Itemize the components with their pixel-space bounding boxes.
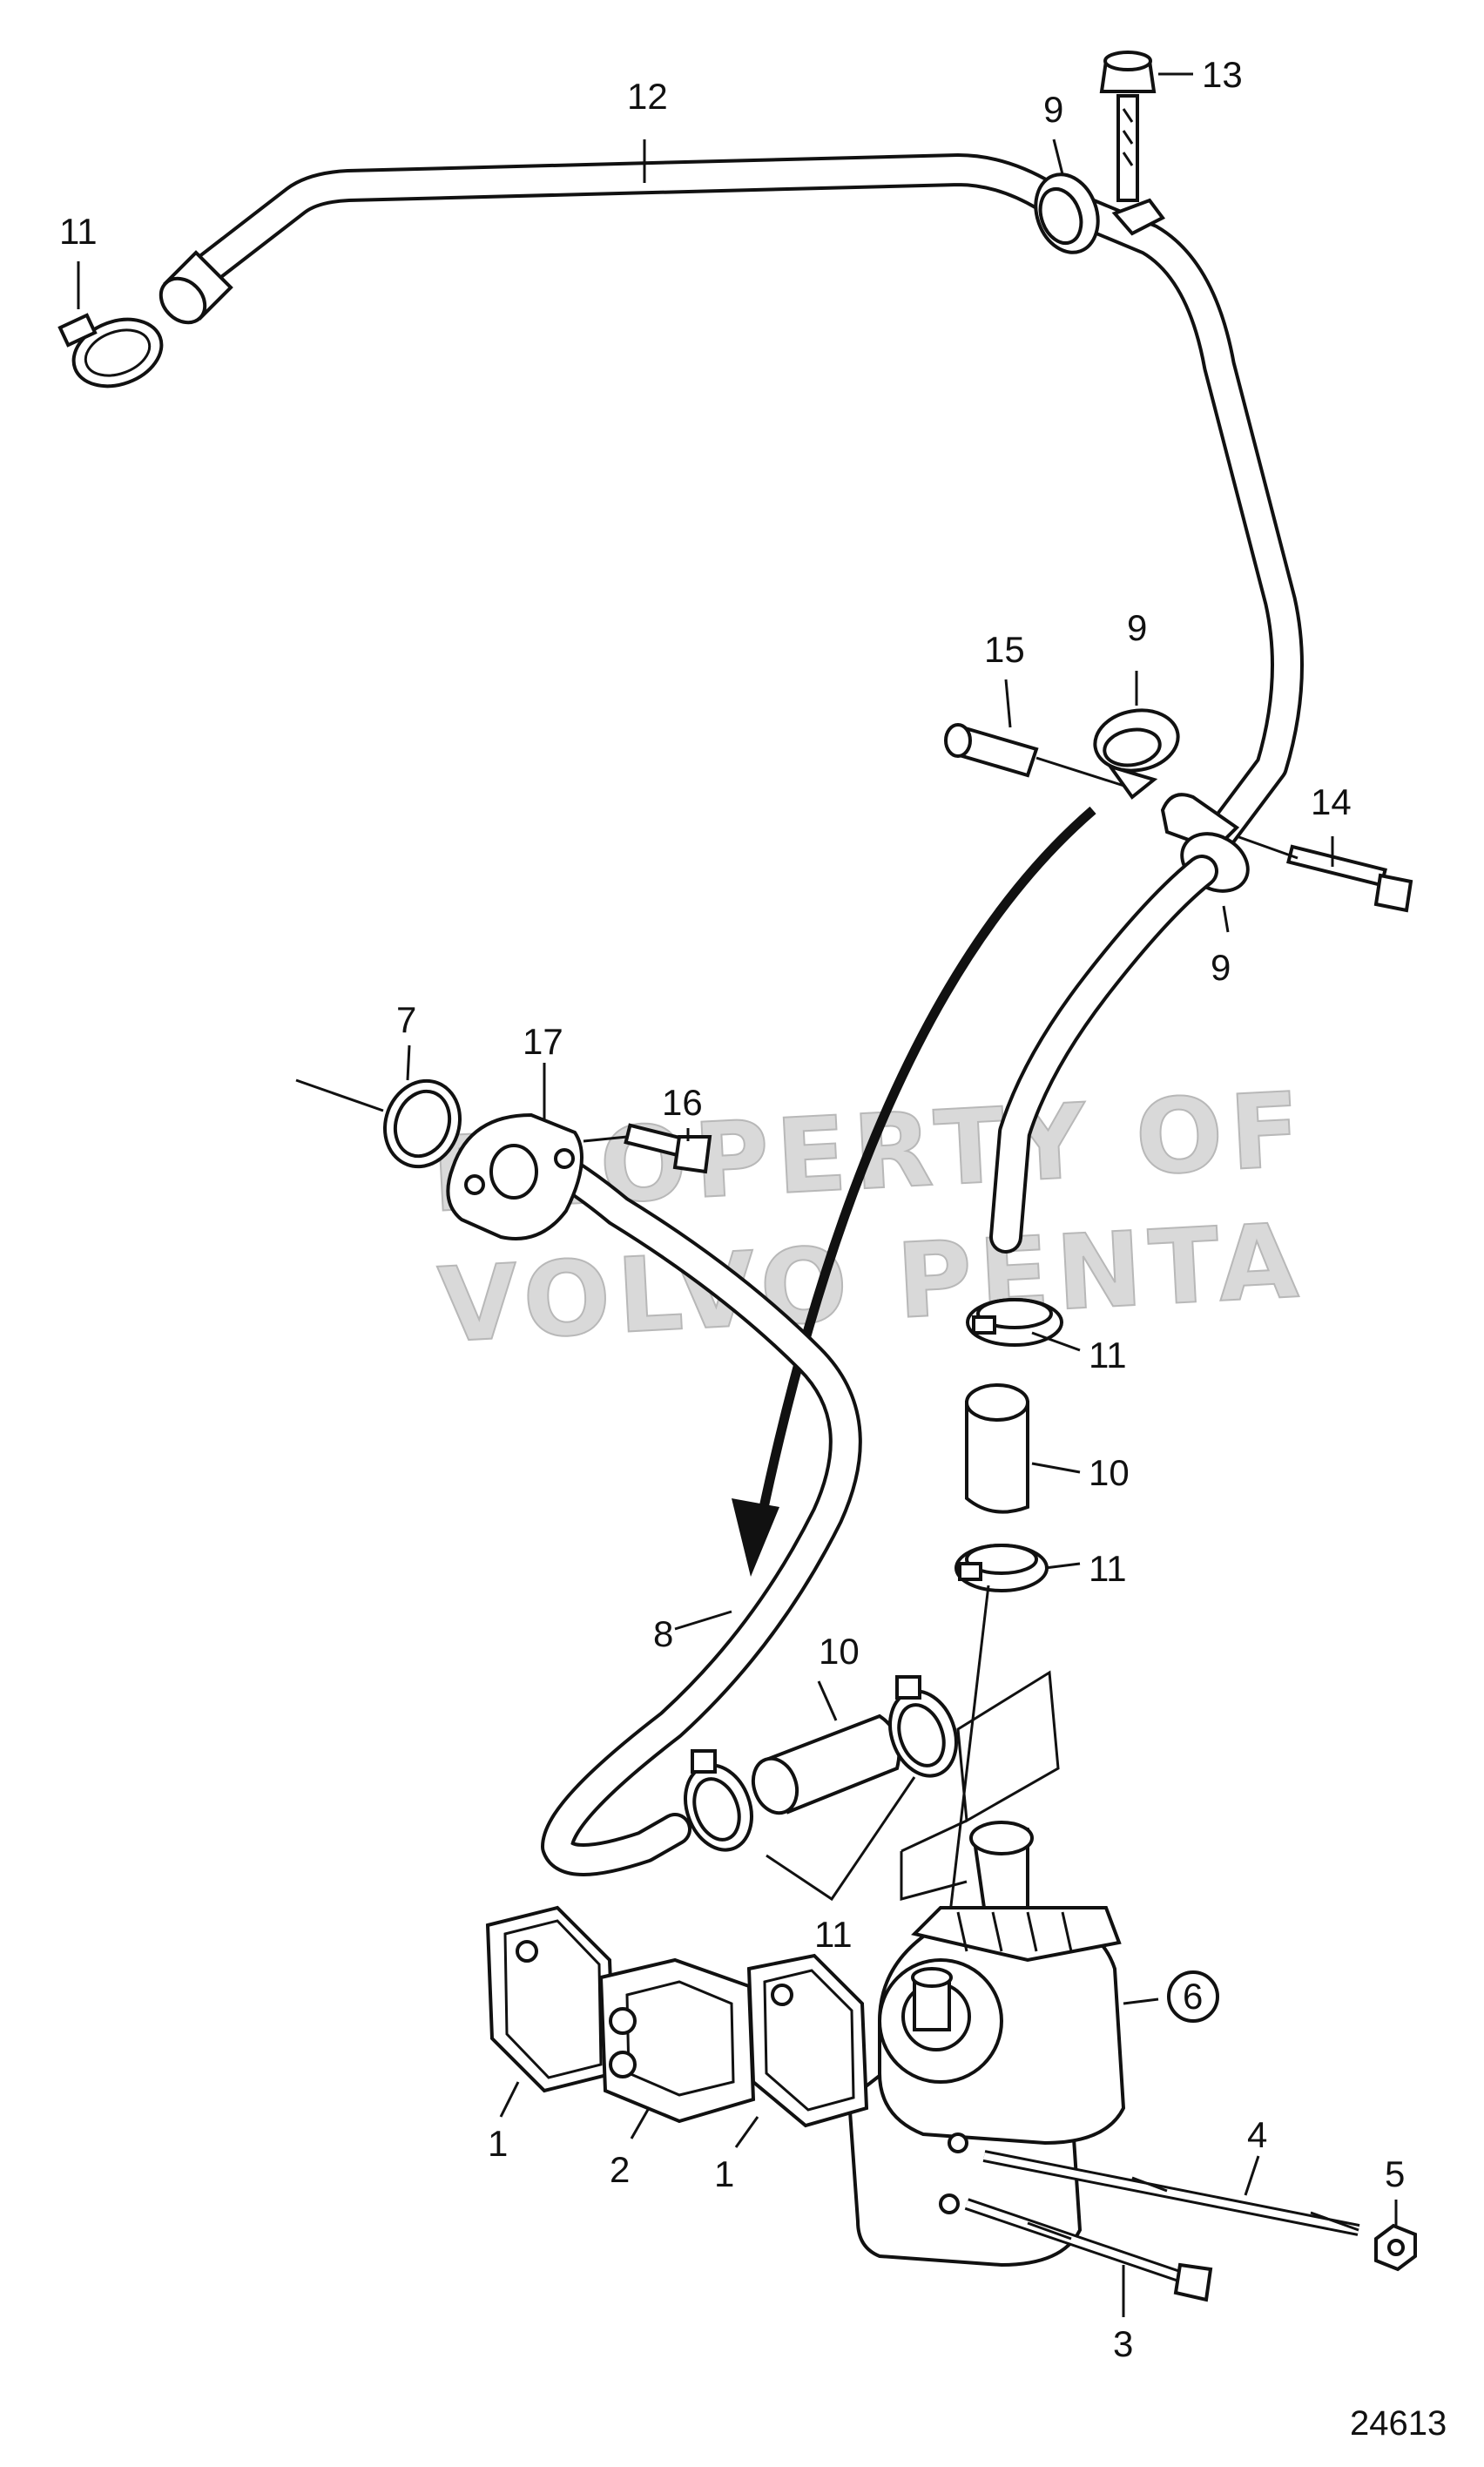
callout-10-lower: 10 xyxy=(819,1631,860,1672)
pin-15 xyxy=(944,723,1039,778)
hose-clamp-top-left xyxy=(57,313,164,389)
callout-10-upper: 10 xyxy=(1089,1452,1130,1493)
callout-7: 7 xyxy=(396,999,416,1040)
callout-11-lower-mid: 11 xyxy=(1089,1548,1127,1589)
callouts: 12 9 13 11 15 9 14 9 7 17 16 11 10 11 8 … xyxy=(59,54,1405,2364)
callout-9-middle: 9 xyxy=(1127,607,1147,648)
callout-6: 6 xyxy=(1183,1976,1203,2017)
callout-17: 17 xyxy=(523,1021,563,1062)
lower-return-pipe xyxy=(989,855,1218,1254)
grommet-middle xyxy=(1093,708,1180,800)
bolt-3 xyxy=(964,2198,1213,2302)
callout-4: 4 xyxy=(1247,2114,1267,2155)
drawing-number: 24613 xyxy=(1350,2404,1447,2443)
upper-pipe-end-fitting xyxy=(159,250,233,325)
flange-17 xyxy=(446,1112,583,1240)
callout-5: 5 xyxy=(1385,2153,1405,2194)
pipe-8 xyxy=(506,1133,862,1876)
label-plate xyxy=(900,1670,1060,1901)
callout-3: 3 xyxy=(1113,2323,1133,2364)
rubber-sleeve-lower xyxy=(751,1713,901,1815)
callout-1-left: 1 xyxy=(488,2123,508,2164)
callout-15: 15 xyxy=(984,629,1025,670)
callout-1-right: 1 xyxy=(714,2153,734,2194)
hose-clamp-lower-right xyxy=(888,1675,958,1778)
callout-12: 12 xyxy=(627,76,668,117)
bracket-bolt-13 xyxy=(1099,51,1166,236)
callout-11-upper-mid: 11 xyxy=(1089,1335,1127,1375)
callout-13: 13 xyxy=(1202,54,1243,95)
hose-clamp-lower-mid xyxy=(954,1544,1049,1592)
callout-11-bottom: 11 xyxy=(814,1914,853,1955)
pump-assembly xyxy=(847,1821,1126,2268)
callout-9-upper: 9 xyxy=(1043,89,1063,130)
nut-5 xyxy=(1374,2223,1417,2272)
callout-14: 14 xyxy=(1311,781,1352,822)
rubber-sleeve-upper xyxy=(965,1383,1029,1514)
hose-clamp-lower-left xyxy=(684,1749,753,1852)
bolt-16 xyxy=(583,1123,712,1174)
flow-direction-arrow xyxy=(732,806,1096,1577)
plate-2 xyxy=(598,1957,756,2124)
callout-11-top: 11 xyxy=(59,211,98,252)
callout-9-lower: 9 xyxy=(1211,947,1231,988)
gasket-1-right xyxy=(746,1953,869,2128)
callout-8: 8 xyxy=(653,1613,673,1654)
callout-2: 2 xyxy=(610,2149,630,2190)
long-bolt-4 xyxy=(982,2150,1360,2236)
gasket-1-left xyxy=(485,1905,617,2093)
grommet-upper xyxy=(1034,172,1100,254)
o-ring-7 xyxy=(382,1078,462,1169)
callout-16: 16 xyxy=(662,1082,703,1123)
upper-pipe xyxy=(184,153,1304,853)
callout-6-circle xyxy=(1167,1970,1219,2023)
